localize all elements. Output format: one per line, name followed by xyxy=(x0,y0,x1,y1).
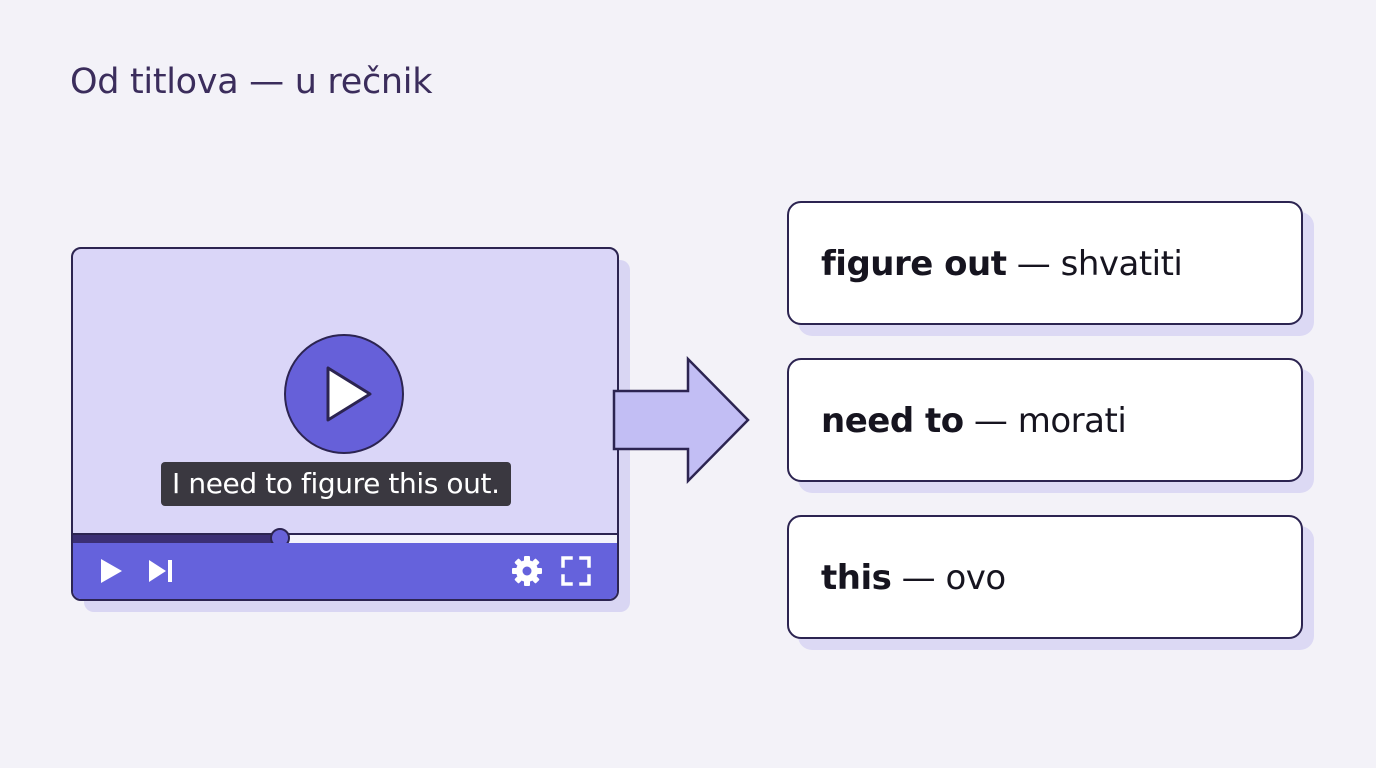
arrow-right-icon xyxy=(612,355,750,485)
vocab-term: need to xyxy=(821,401,964,441)
vocab-entry: need to — morati xyxy=(821,360,1127,482)
play-icon[interactable] xyxy=(284,334,404,454)
vocab-separator: — xyxy=(891,558,946,598)
play-icon[interactable] xyxy=(95,555,127,587)
subtitle-caption: I need to figure this out. xyxy=(161,462,511,506)
vocab-separator: — xyxy=(963,401,1018,441)
vocab-translation: ovo xyxy=(945,558,1006,598)
vocab-card[interactable]: need to — morati xyxy=(787,358,1303,482)
vocab-separator: — xyxy=(1006,244,1061,284)
progress-fill xyxy=(73,533,280,543)
video-player[interactable]: I need to figure this out. xyxy=(71,247,619,601)
gear-icon[interactable] xyxy=(511,555,543,587)
page-title: Od titlova — u rečnik xyxy=(70,62,433,102)
player-controls xyxy=(73,543,617,599)
vocab-translation: shvatiti xyxy=(1060,244,1183,284)
vocab-translation: morati xyxy=(1017,401,1127,441)
vocab-card[interactable]: figure out — shvatiti xyxy=(787,201,1303,325)
vocab-card[interactable]: this — ovo xyxy=(787,515,1303,639)
vocab-term: this xyxy=(821,558,892,598)
vocab-term: figure out xyxy=(821,244,1007,284)
vocab-entry: this — ovo xyxy=(821,517,1006,639)
fullscreen-icon[interactable] xyxy=(560,555,592,587)
skip-next-icon[interactable] xyxy=(145,555,177,587)
progress-track[interactable] xyxy=(73,533,617,543)
vocab-entry: figure out — shvatiti xyxy=(821,203,1183,325)
